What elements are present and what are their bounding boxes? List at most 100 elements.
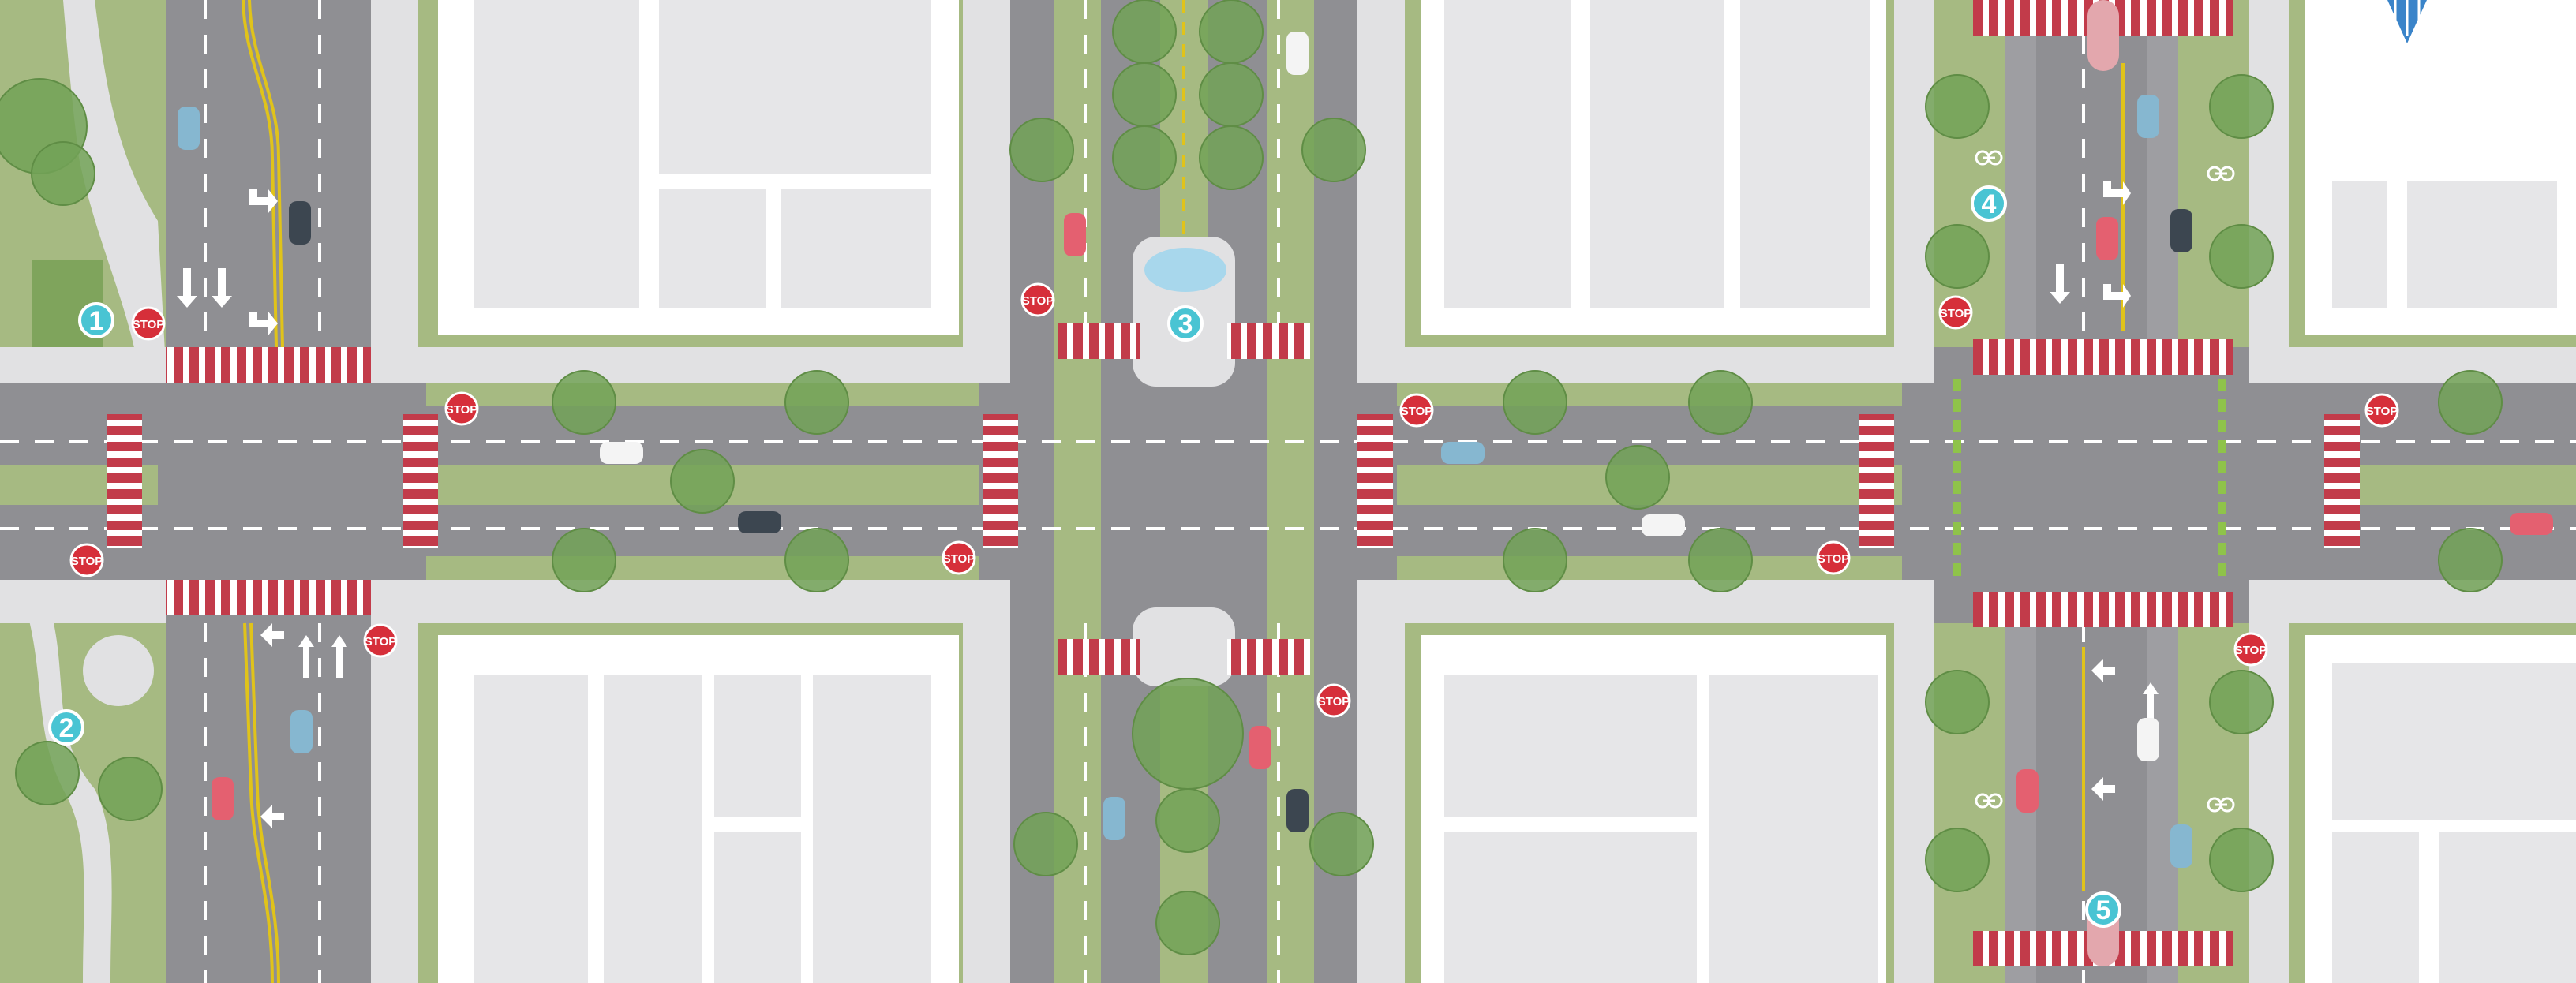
- marker-1-label: 1: [89, 306, 104, 336]
- lane-arrow-icon: [2091, 659, 2115, 682]
- stop-sign-icon: STOP: [69, 543, 104, 577]
- stop-sign-icon: STOP: [2364, 393, 2399, 428]
- lane-arrows: [177, 181, 2159, 828]
- stop-sign-label: STOP: [71, 555, 103, 568]
- lane-arrow-icon: [2091, 777, 2115, 801]
- car-icon: [1103, 797, 1125, 840]
- tree-icon: [1503, 370, 1567, 435]
- logo-icon: [2387, 0, 2427, 43]
- bike-symbol-icon: [2207, 797, 2235, 813]
- tree-icon: [1155, 891, 1220, 955]
- lane-arrow-icon: [2143, 682, 2159, 726]
- lane-arrow-icon: [2050, 264, 2070, 304]
- car-icon: [2137, 718, 2159, 761]
- car-icon: [2170, 209, 2192, 252]
- stop-sign-label: STOP: [1022, 294, 1054, 308]
- stop-sign-label: STOP: [943, 552, 975, 566]
- car-icon: [1064, 213, 1086, 256]
- city-blocks: [418, 0, 2576, 983]
- tree-icon: [1112, 125, 1177, 190]
- tree-icon: [1605, 445, 1670, 510]
- trees: [0, 0, 2503, 955]
- car-icon: [600, 442, 643, 464]
- car-icon: [212, 777, 234, 820]
- tree-icon: [1309, 812, 1374, 876]
- tree-icon: [1503, 528, 1567, 592]
- car-icon: [1441, 442, 1485, 464]
- stop-sign-icon: STOP: [1020, 282, 1055, 317]
- tree-icon: [2438, 370, 2503, 435]
- car-icon: [2096, 217, 2118, 260]
- tree-icon: [1112, 0, 1177, 64]
- car-icon: [2016, 769, 2039, 813]
- tree-icon: [1199, 125, 1264, 190]
- car-icon: [1286, 32, 1309, 75]
- stop-sign-label: STOP: [365, 635, 397, 648]
- marker-4-label: 4: [1982, 189, 1997, 219]
- bike-symbols: [1975, 150, 2235, 813]
- tree-icon: [1301, 118, 1366, 182]
- tree-icon: [1199, 0, 1264, 64]
- tree-icon: [1925, 224, 1990, 289]
- lane-arrow-icon: [249, 312, 278, 335]
- lane-arrow-icon: [177, 268, 197, 308]
- tree-icon: [1013, 812, 1078, 876]
- tree-icon: [784, 370, 849, 435]
- car-icon: [1249, 726, 1271, 769]
- stop-sign-icon: STOP: [1399, 393, 1434, 428]
- bike-symbol-icon: [2207, 166, 2235, 181]
- marker-1: 1: [78, 302, 114, 338]
- tree-icon: [1925, 74, 1990, 139]
- car-icon: [1286, 789, 1309, 832]
- stop-sign-icon: STOP: [1316, 683, 1351, 718]
- stop-sign-label: STOP: [446, 403, 478, 417]
- lane-arrow-icon: [2103, 284, 2131, 308]
- tree-icon: [552, 528, 616, 592]
- stop-sign-icon: STOP: [363, 623, 398, 658]
- lane-arrow-icon: [212, 268, 232, 308]
- tree-icon: [1199, 62, 1264, 127]
- bike-symbol-icon: [1975, 793, 2003, 809]
- car-icon: [1642, 514, 1685, 536]
- lane-arrow-icon: [2103, 181, 2131, 205]
- tree-icon: [1688, 370, 1753, 435]
- car-icon: [289, 201, 311, 245]
- car-icon: [2170, 824, 2192, 868]
- stop-sign-label: STOP: [1940, 307, 1972, 320]
- marker-4: 4: [1971, 185, 2007, 222]
- lane-arrow-icon: [331, 635, 347, 678]
- stop-sign-icon: STOP: [1816, 540, 1851, 575]
- bike-symbol-icon: [1975, 150, 2003, 166]
- tree-icon: [1009, 118, 1074, 182]
- stop-signs: STOP STOP STOP STOP STOP STOP STOP STOP …: [69, 282, 2399, 718]
- marker-3-label: 3: [1178, 309, 1193, 339]
- tree-icon: [1925, 670, 1990, 734]
- car-icon: [178, 107, 200, 150]
- tree-icon: [31, 141, 95, 206]
- stop-sign-label: STOP: [1818, 552, 1850, 566]
- tree-icon: [2209, 74, 2274, 139]
- tree-icon: [552, 370, 616, 435]
- car-icon: [2510, 513, 2553, 535]
- stop-sign-icon: STOP: [1938, 295, 1973, 330]
- tree-icon: [1132, 678, 1244, 790]
- tree-icon: [670, 449, 735, 514]
- stop-sign-label: STOP: [133, 318, 165, 331]
- stop-sign-label: STOP: [2366, 405, 2398, 418]
- numbered-markers: 1 2 3 4 5: [48, 185, 2121, 928]
- tree-icon: [1688, 528, 1753, 592]
- tree-icon: [1155, 788, 1220, 853]
- car-icon: [738, 511, 781, 533]
- marker-5: 5: [2085, 891, 2121, 928]
- lane-arrow-icon: [249, 189, 278, 213]
- stop-sign-icon: STOP: [2233, 632, 2268, 667]
- lane-arrow-icon: [298, 635, 314, 678]
- lane-arrow-icon: [260, 805, 284, 828]
- stop-sign-label: STOP: [2235, 644, 2267, 657]
- tree-icon: [1925, 828, 1990, 892]
- marker-2: 2: [48, 709, 84, 746]
- tree-icon: [98, 757, 163, 821]
- stop-sign-label: STOP: [1318, 695, 1350, 708]
- marker-5-label: 5: [2096, 895, 2111, 925]
- stop-sign-icon: STOP: [131, 306, 166, 341]
